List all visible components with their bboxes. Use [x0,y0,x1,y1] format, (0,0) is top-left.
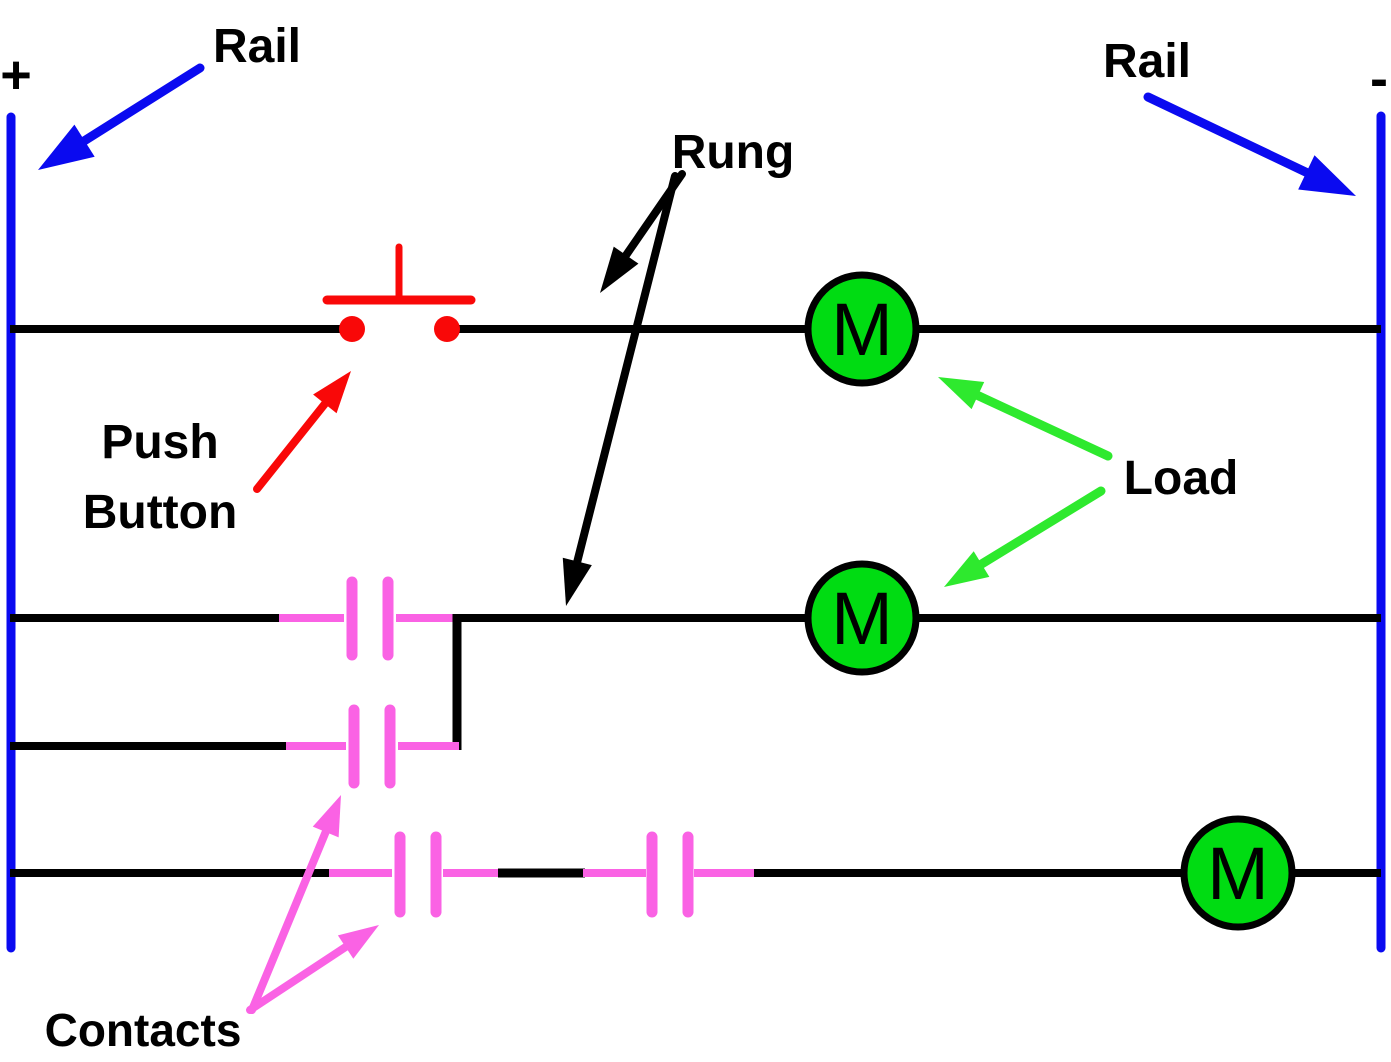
load-label: Load [1124,452,1239,505]
rung-arrow-lower-head [562,557,592,606]
load-arrow-upper-head [938,377,985,410]
rail-left-arrow-head [38,124,95,170]
rail-right-label: Rail [1103,35,1191,88]
contacts-arrow-short-head [337,925,379,959]
load-arrow-lower-head [944,551,990,587]
push-button-label-line1: Push [101,416,218,469]
rail-right-arrow-shaft [1143,92,1331,187]
contacts-arrow-long-head [312,795,341,838]
load-motor-3-letter: M [1207,832,1269,915]
rung-arrow-lower-shaft [568,172,679,584]
load-motor-1 [804,271,920,387]
plus-terminal-label: + [0,45,32,105]
rail-left-label: Rail [213,20,301,73]
push-button-arrow-head [313,371,351,414]
load-motor-2-letter: M [831,577,893,660]
rail-left-arrow-shaft [61,63,205,157]
push-button-label-line2: Button [83,486,238,539]
contacts-arrow-long-shaft [248,813,336,1014]
load-arrow-upper-shaft [957,383,1113,461]
contacts-label: Contacts [45,1004,242,1056]
rail-right-arrow-head [1298,155,1356,196]
load-motor-2 [804,560,920,676]
push-button-contact-dot-left [339,316,365,342]
load-arrow-lower-shaft [962,486,1106,578]
contacts-arrow-short-shaft [246,934,363,1014]
rung-label: Rung [672,126,795,179]
push-button-contact-dot-right [434,316,460,342]
load-motor-1-letter: M [831,288,893,371]
rung-arrow-upper-head [600,246,639,293]
push-button-arrow-shaft [253,386,340,493]
load-motor-3 [1180,815,1296,931]
minus-terminal-label: - [1370,49,1388,109]
